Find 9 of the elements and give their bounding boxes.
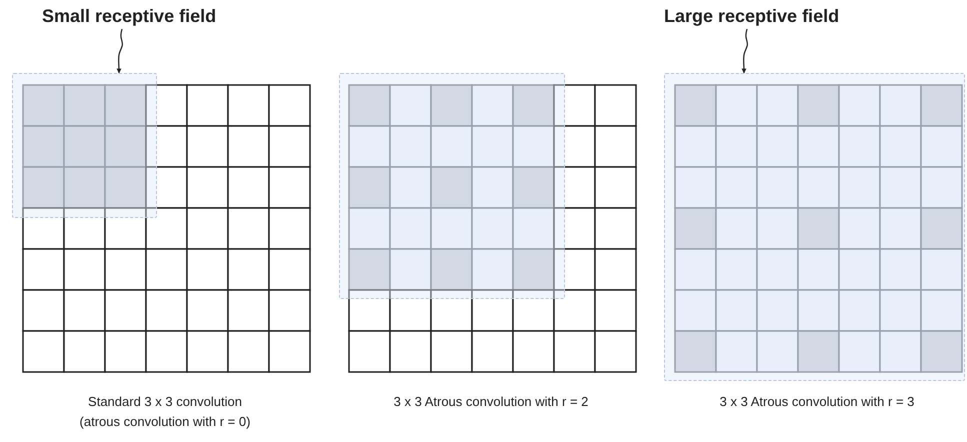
caption-text: Standard 3 x 3 convolution (atrous convolution with r = 0): [78, 393, 252, 431]
receptive-field-box: [339, 73, 565, 299]
caption-text: 3 x 3 Atrous convolution with r = 3: [718, 393, 916, 411]
arrow: [116, 28, 123, 74]
receptive-field-box: [12, 73, 157, 218]
caption-text: 3 x 3 Atrous convolution with r = 2: [392, 393, 590, 411]
callout-label: Large receptive field: [664, 6, 840, 27]
callout-label: Small receptive field: [42, 6, 216, 27]
arrow: [742, 28, 748, 74]
